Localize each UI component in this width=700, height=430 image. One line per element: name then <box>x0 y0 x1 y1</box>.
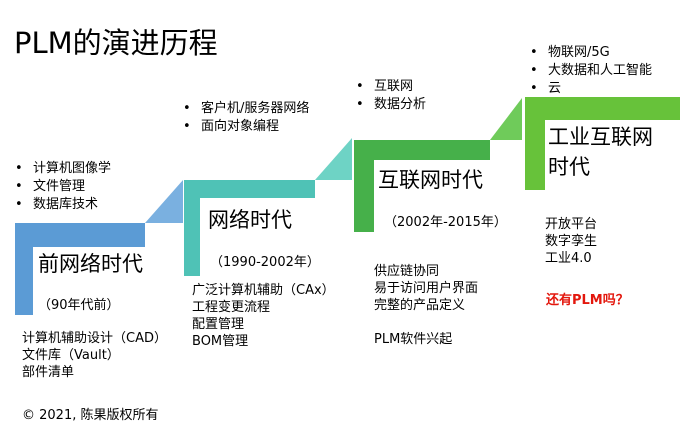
era3-system: 完整的产品定义 <box>374 298 466 313</box>
era2-system: 工程变更流程 <box>192 300 271 315</box>
era1-system: 文件库（Vault） <box>22 348 120 363</box>
era4-feature: 云 <box>530 80 652 98</box>
era3-arrow-cap <box>490 98 522 140</box>
era2-systems: 广泛计算机辅助（CAx） 工程变更流程 配置管理 BOM管理 <box>192 282 335 350</box>
era3-system: 供应链协同 <box>374 264 440 279</box>
era1-feature: 数据库技术 <box>15 196 111 214</box>
era3-system: PLM软件兴起 <box>374 332 453 347</box>
era2-system: 广泛计算机辅助（CAx） <box>192 283 335 298</box>
era2-feature: 面向对象编程 <box>183 118 309 136</box>
era3-systems: 供应链协同 易于访问用户界面 完整的产品定义 PLM软件兴起 <box>374 263 478 348</box>
era3-step <box>354 140 490 232</box>
era1-systems: 计算机辅助设计（CAD） 文件库（Vault） 部件清单 <box>22 330 167 381</box>
era2-step <box>184 180 315 276</box>
era2-period: （1990-2002年） <box>210 255 320 270</box>
era1-features: 计算机图像学 文件管理 数据库技术 <box>15 160 111 214</box>
copyright-notice: © 2021, 陈果版权所有 <box>22 408 159 423</box>
era2-system: 配置管理 <box>192 317 245 332</box>
era1-arrow-cap <box>145 180 183 223</box>
era4-feature: 物联网/5G <box>530 44 652 62</box>
era4-step <box>525 97 680 190</box>
era1-system: 计算机辅助设计（CAD） <box>22 331 167 346</box>
era4-title-line1: 工业互联网 <box>548 125 653 149</box>
era4-system: 工业4.0 <box>545 251 592 266</box>
era4-features: 物联网/5G 大数据和人工智能 云 <box>530 44 652 98</box>
era2-feature: 客户机/服务器网络 <box>183 100 309 118</box>
question-text: 还有PLM吗？ <box>546 293 629 308</box>
page-title: PLM的演进历程 <box>14 26 218 60</box>
era3-features: 互联网 数据分析 <box>356 78 426 114</box>
era1-feature: 计算机图像学 <box>15 160 111 178</box>
era3-period: （2002年-2015年） <box>384 215 507 230</box>
era4-system: 数字孪生 <box>545 234 598 249</box>
era4-systems: 开放平台 数字孪生 工业4.0 <box>545 216 597 267</box>
era2-arrow-cap <box>315 138 352 180</box>
era3-system: 易于访问用户界面 <box>374 281 479 296</box>
era3-feature: 互联网 <box>356 78 426 96</box>
era2-title: 网络时代 <box>208 208 292 232</box>
era1-period: （90年代前） <box>38 298 120 313</box>
era1-feature: 文件管理 <box>15 178 111 196</box>
era3-title: 互联网时代 <box>378 168 483 192</box>
era4-system: 开放平台 <box>545 217 598 232</box>
era3-feature: 数据分析 <box>356 96 426 114</box>
era4-feature: 大数据和人工智能 <box>530 62 652 80</box>
era4-title-line2: 时代 <box>548 155 590 179</box>
era1-step <box>15 223 145 315</box>
era1-system: 部件清单 <box>22 365 75 380</box>
era2-features: 客户机/服务器网络 面向对象编程 <box>183 100 309 136</box>
era2-system: BOM管理 <box>192 334 249 349</box>
era1-step-fill <box>33 235 145 315</box>
era1-title: 前网络时代 <box>38 252 143 276</box>
